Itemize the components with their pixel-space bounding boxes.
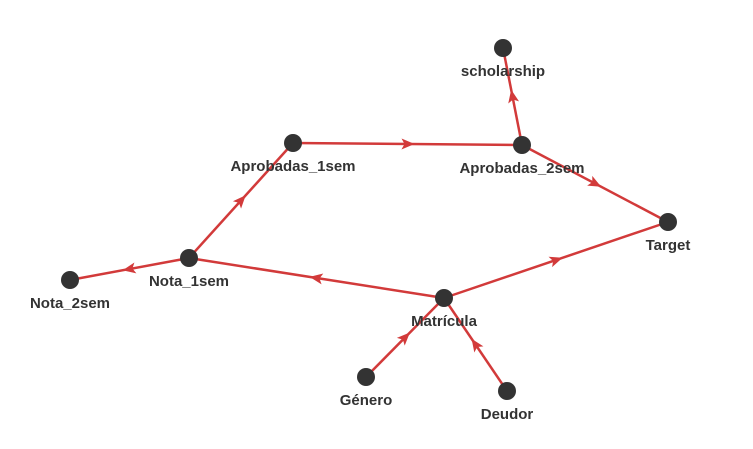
node-genero: Género	[340, 368, 393, 409]
edge-layer	[69, 47, 669, 392]
edge-matricula-to-target	[443, 220, 669, 300]
node-label: Deudor	[481, 406, 534, 423]
node-dot	[435, 289, 453, 307]
node-label: Nota_2sem	[30, 295, 110, 312]
node-label: Aprobadas_2sem	[459, 160, 584, 177]
node-label: Target	[646, 237, 691, 254]
arrow-head-icon	[232, 195, 246, 209]
node-label: Aprobadas_1sem	[230, 158, 355, 175]
node-nota_2sem: Nota_2sem	[30, 271, 110, 312]
edge-matricula-to-nota_1sem	[188, 256, 445, 300]
arrow-head-icon	[471, 338, 484, 353]
node-target: Target	[646, 213, 691, 254]
node-matricula: Matrícula	[411, 289, 478, 330]
edge-aprobadas_2sem-to-target	[521, 143, 669, 224]
arrow-head-icon	[396, 332, 410, 346]
node-label: scholarship	[461, 63, 545, 80]
node-dot	[180, 249, 198, 267]
node-nota_1sem: Nota_1sem	[149, 249, 229, 290]
arrow-head-icon	[309, 273, 324, 285]
node-label: Nota_1sem	[149, 273, 229, 290]
node-dot	[61, 271, 79, 289]
node-dot	[659, 213, 677, 231]
node-scholarship: scholarship	[461, 39, 545, 80]
edge-deudor-to-matricula	[442, 297, 509, 392]
edge-nota_1sem-to-aprobadas_1sem	[188, 142, 294, 259]
node-aprobadas_2sem: Aprobadas_2sem	[459, 136, 585, 177]
edge-genero-to-matricula	[365, 297, 445, 378]
node-dot	[494, 39, 512, 57]
arrow-head-icon	[122, 262, 137, 274]
arrow-head-icon	[548, 256, 563, 268]
arrow-head-icon	[401, 138, 415, 150]
node-dot	[498, 382, 516, 400]
arrow-head-icon	[508, 89, 520, 104]
node-dot	[513, 136, 531, 154]
node-dot	[357, 368, 375, 386]
edge-nota_1sem-to-nota_2sem	[69, 256, 190, 282]
node-label: Matrícula	[411, 313, 478, 330]
edge-aprobadas_2sem-to-scholarship	[501, 47, 524, 146]
node-dot	[284, 134, 302, 152]
node-aprobadas_1sem: Aprobadas_1sem	[230, 134, 356, 175]
node-deudor: Deudor	[481, 382, 534, 423]
node-label: Género	[340, 392, 393, 409]
arrow-head-icon	[587, 175, 602, 187]
edge-aprobadas_1sem-to-aprobadas_2sem	[292, 138, 523, 150]
